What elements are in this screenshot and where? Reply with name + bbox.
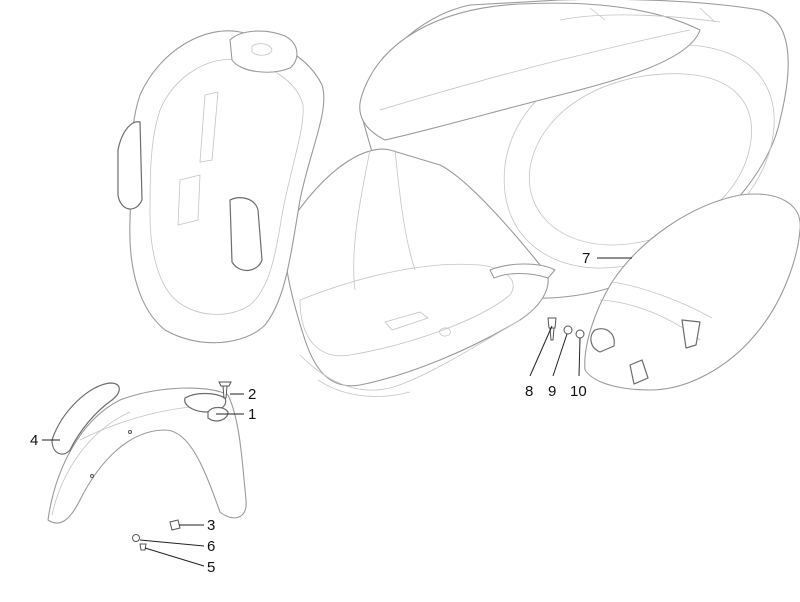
- body-sill-2: [317, 379, 411, 397]
- front-mudguard-hole-b: [90, 474, 94, 478]
- screw: [218, 381, 232, 399]
- headset-mount-hole: [251, 43, 273, 56]
- mudguard-trim: [51, 382, 120, 455]
- rear-mudguard: [584, 193, 800, 391]
- leader-5: [144, 547, 205, 567]
- leg-shield-slot: [177, 91, 219, 226]
- leg-shield-vent-mid: [229, 197, 263, 271]
- front-mudguard-rim: [51, 411, 131, 516]
- washer: [132, 534, 140, 542]
- callout-5: 5: [207, 559, 215, 576]
- tunnel: [353, 149, 416, 291]
- tail-detail: [559, 7, 721, 23]
- callout-7: 7: [582, 250, 590, 267]
- headset-mount: [229, 30, 298, 73]
- rear-mudguard-band: [611, 281, 713, 319]
- rear-washer-2: [575, 329, 585, 339]
- rear-mudguard-body: [584, 193, 800, 391]
- seat-detail: [379, 29, 691, 111]
- rear-mount: [489, 263, 556, 279]
- callout-3: 3: [207, 517, 215, 534]
- callout-2: 2: [248, 386, 256, 403]
- callout-labels: 1 2 3 4 5 6 7 8 9 10: [30, 250, 590, 576]
- callout-6: 6: [207, 538, 215, 555]
- leader-10: [578, 337, 581, 377]
- bolt: [139, 543, 147, 551]
- front-mudguard-body: [47, 387, 247, 524]
- leader-8: [529, 325, 553, 377]
- side-panel-oval-inner: [528, 73, 752, 246]
- nut: [169, 519, 181, 531]
- callout-10: 10: [570, 383, 587, 400]
- rear-bolt: [547, 317, 557, 341]
- callout-9: 9: [548, 383, 556, 400]
- rear-mudguard-tab: [681, 319, 701, 349]
- front-mudguard: [47, 387, 247, 524]
- body-sill: [299, 319, 521, 391]
- floor-hole: [439, 327, 451, 337]
- callout-8: 8: [525, 383, 533, 400]
- callout-1: 1: [248, 406, 256, 423]
- leader-6: [139, 539, 205, 547]
- leg-shield-vent-left: [117, 121, 143, 210]
- rear-mudguard-flap: [629, 359, 649, 385]
- leader-lines: [42, 257, 632, 567]
- footboard-inner: [299, 263, 514, 357]
- rear-washer: [563, 325, 573, 335]
- seat: [359, 2, 701, 141]
- callout-4: 4: [30, 432, 38, 449]
- scooter-body-assembly: [117, 0, 789, 397]
- front-mudguard-hole-a: [128, 430, 132, 434]
- rear-mudguard-bracket: [590, 328, 615, 353]
- floor-slot: [384, 311, 429, 331]
- leader-9: [552, 333, 568, 377]
